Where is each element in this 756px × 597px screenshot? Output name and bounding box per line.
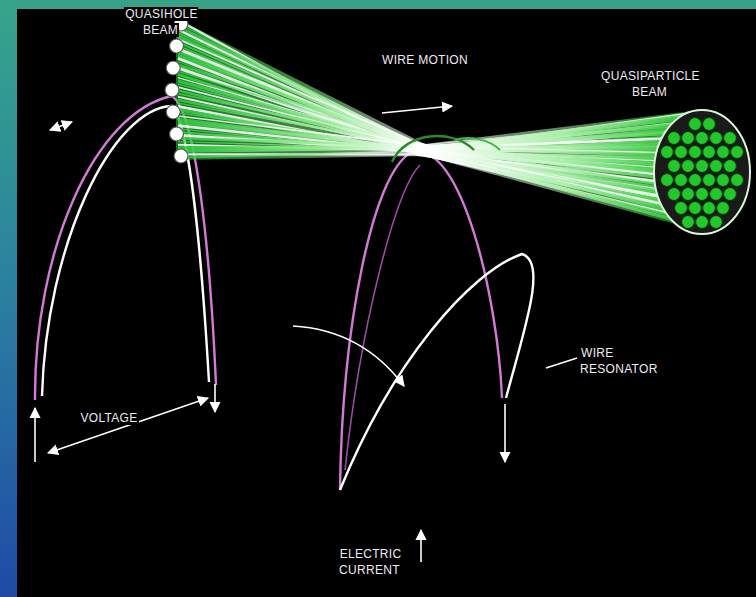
beam-streak: [178, 151, 421, 157]
quasihole: [170, 127, 184, 141]
beam-streak: [178, 84, 429, 151]
label-text: QUASIPARTICLE BEAM: [588, 68, 712, 100]
quasiparticle: [668, 132, 681, 145]
quasiparticle: [689, 202, 702, 215]
quasiparticle: [696, 132, 709, 145]
quasiparticle: [724, 188, 737, 201]
quasiparticle: [682, 188, 695, 201]
particle-beams: [165, 17, 750, 234]
beam-streak: [178, 148, 429, 151]
quasiparticle: [710, 188, 723, 201]
quasiparticle: [661, 174, 674, 187]
quasiparticle: [731, 146, 744, 159]
quasihole: [166, 105, 180, 119]
quasiparticle: [675, 146, 688, 159]
label-text: VOLTAGE: [72, 410, 146, 426]
quasihole: [174, 149, 188, 163]
beam-end: [654, 110, 750, 234]
label-text: ELECTRIC CURRENT: [330, 546, 410, 578]
quasiparticle: [696, 188, 709, 201]
quasihole: [166, 61, 180, 75]
quasiparticle: [689, 146, 702, 159]
right-wire: [340, 151, 533, 490]
label-text: QUASIHOLE BEAM: [118, 6, 204, 38]
quasihole: [170, 39, 184, 53]
quasiparticle: [717, 146, 730, 159]
beam-streak: [178, 110, 429, 155]
quasiparticle: [682, 216, 695, 229]
top-border: [0, 0, 756, 9]
quasiparticle: [682, 160, 695, 173]
quasiparticle: [731, 174, 744, 187]
quasihole: [165, 83, 179, 97]
quasiparticle: [696, 216, 709, 229]
quasiparticle: [717, 174, 730, 187]
quasiparticle: [717, 202, 730, 215]
quasiparticle: [689, 174, 702, 187]
quasiparticle: [710, 160, 723, 173]
label-text: WIRE RESONATOR: [580, 345, 680, 377]
wire-arc: [455, 138, 500, 150]
quasiparticle: [710, 216, 723, 229]
quasiparticle: [661, 146, 674, 159]
arrows: [35, 106, 577, 562]
quasiparticle: [703, 174, 716, 187]
quasiparticle: [703, 118, 716, 131]
quasiparticle: [675, 202, 688, 215]
quasiparticle: [703, 202, 716, 215]
quasiparticle: [696, 160, 709, 173]
beam-streak: [178, 97, 429, 152]
quasiparticle: [724, 132, 737, 145]
quasiparticle: [668, 160, 681, 173]
quasiparticle: [668, 188, 681, 201]
quasiparticle: [710, 132, 723, 145]
quasiparticle: [703, 146, 716, 159]
wire-arc: [392, 136, 474, 162]
quasiparticle: [682, 132, 695, 145]
quasiparticle: [724, 160, 737, 173]
side-border: [0, 0, 17, 597]
label-text: WIRE MOTION: [380, 52, 470, 68]
quasiparticle: [675, 174, 688, 187]
quasiparticle: [689, 118, 702, 131]
